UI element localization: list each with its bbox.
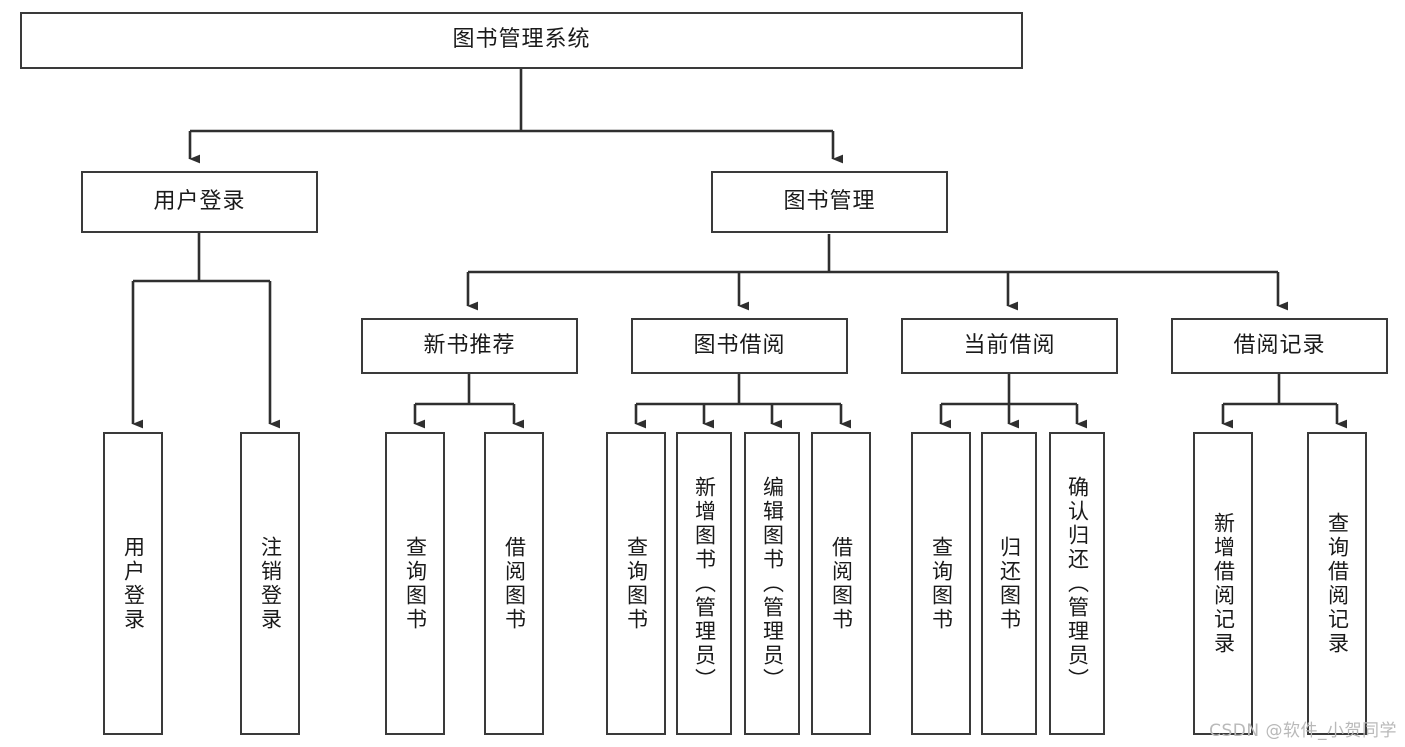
leaf-book-borrow-borrow-book[interactable]: 借阅图书 xyxy=(811,432,871,735)
node-label: 图书借阅 xyxy=(693,332,786,358)
leaf-current-borrow-confirm-return-admin[interactable]: 确认归还（管理员） xyxy=(1049,432,1105,735)
node-label: 查询图书 xyxy=(929,535,954,632)
node-label: 注销登录 xyxy=(258,535,283,632)
node-label: 确认归还（管理员） xyxy=(1065,475,1090,692)
node-root-book-management-system[interactable]: 图书管理系统 xyxy=(20,12,1023,69)
leaf-current-borrow-query-book[interactable]: 查询图书 xyxy=(911,432,971,735)
leaf-book-borrow-query-book[interactable]: 查询图书 xyxy=(606,432,666,735)
leaf-new-book-query-book[interactable]: 查询图书 xyxy=(385,432,445,735)
leaf-user-login-login[interactable]: 用户登录 xyxy=(103,432,163,735)
node-label: 编辑图书（管理员） xyxy=(760,475,785,692)
node-label: 用户登录 xyxy=(153,188,246,214)
node-label: 查询图书 xyxy=(624,535,649,632)
node-label: 查询借阅记录 xyxy=(1325,511,1350,656)
node-label: 查询图书 xyxy=(403,535,428,632)
node-label: 新增图书（管理员） xyxy=(692,475,717,692)
leaf-user-login-logout[interactable]: 注销登录 xyxy=(240,432,300,735)
node-label: 借阅图书 xyxy=(502,535,527,632)
leaf-book-borrow-add-book-admin[interactable]: 新增图书（管理员） xyxy=(676,432,732,735)
leaf-book-borrow-edit-book-admin[interactable]: 编辑图书（管理员） xyxy=(744,432,800,735)
node-label: 当前借阅 xyxy=(963,332,1056,358)
node-borrow-record[interactable]: 借阅记录 xyxy=(1171,318,1388,374)
node-label: 图书管理 xyxy=(783,188,876,214)
node-book-management[interactable]: 图书管理 xyxy=(711,171,948,233)
node-label: 归还图书 xyxy=(997,535,1022,632)
leaf-borrow-record-add-record[interactable]: 新增借阅记录 xyxy=(1193,432,1253,735)
node-new-book-recommend[interactable]: 新书推荐 xyxy=(361,318,578,374)
node-current-borrow[interactable]: 当前借阅 xyxy=(901,318,1118,374)
leaf-borrow-record-query-record[interactable]: 查询借阅记录 xyxy=(1307,432,1367,735)
node-book-borrow[interactable]: 图书借阅 xyxy=(631,318,848,374)
node-label: 新书推荐 xyxy=(423,332,516,358)
leaf-current-borrow-return-book[interactable]: 归还图书 xyxy=(981,432,1037,735)
node-label: 图书管理系统 xyxy=(452,27,591,53)
node-label: 新增借阅记录 xyxy=(1211,511,1236,656)
leaf-new-book-borrow-book[interactable]: 借阅图书 xyxy=(484,432,544,735)
node-label: 借阅图书 xyxy=(829,535,854,632)
csdn-watermark: CSDN @软件_小贺同学 xyxy=(1209,721,1397,741)
node-label: 用户登录 xyxy=(121,535,146,632)
node-label: 借阅记录 xyxy=(1233,332,1326,358)
node-user-login[interactable]: 用户登录 xyxy=(81,171,318,233)
